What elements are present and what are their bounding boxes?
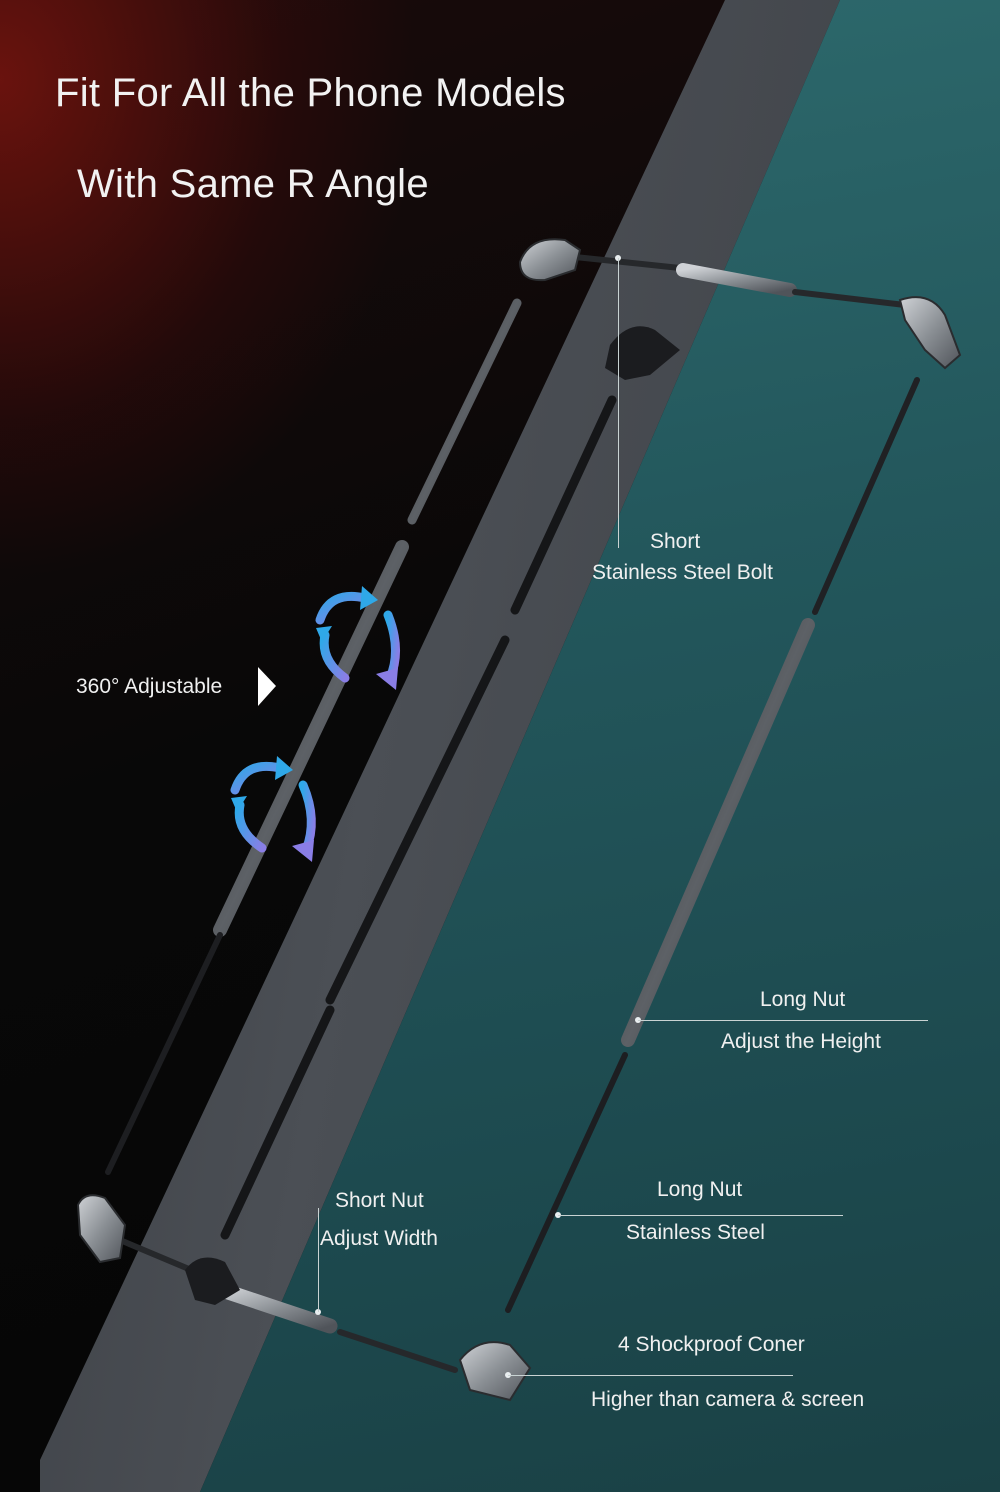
adjustable-label: 360° Adjustable: [76, 675, 223, 698]
long-nut-steel-label-2: Stainless Steel: [626, 1221, 765, 1244]
long-nut-height-label-1: Long Nut: [760, 988, 846, 1011]
short-nut-label-2: Adjust Width: [320, 1227, 438, 1250]
rotate-arrow-icon: [230, 756, 316, 862]
right-rods: [505, 377, 920, 1313]
callout-line-long-nut-steel: [558, 1215, 843, 1216]
corner-pieces: [76, 238, 962, 1402]
callout-line-long-nut-height: [638, 1020, 928, 1021]
callout-line-corner: [508, 1375, 793, 1376]
corner-label-1: 4 Shockproof Coner: [618, 1333, 805, 1356]
top-rail: [572, 254, 908, 308]
short-bolt-label-1: Short: [650, 530, 701, 553]
short-nut-label-1: Short Nut: [335, 1189, 424, 1212]
headline-line-1: Fit For All the Phone Models: [55, 71, 566, 115]
body-slots: [220, 395, 617, 1240]
callout-line-short-nut: [318, 1208, 319, 1312]
headline-line-2: With Same R Angle: [77, 162, 429, 206]
callout-line-short-bolt: [618, 258, 619, 548]
short-bolt-label-2: Stainless Steel Bolt: [592, 561, 773, 584]
bottom-rail: [117, 1237, 458, 1373]
corner-label-2: Higher than camera & screen: [591, 1388, 865, 1411]
rotate-arrow-icon: [315, 586, 401, 690]
left-rods: [105, 298, 522, 1175]
long-nut-height-label-2: Adjust the Height: [721, 1030, 881, 1053]
play-triangle-icon: [258, 667, 276, 706]
long-nut-steel-label-1: Long Nut: [657, 1178, 743, 1201]
